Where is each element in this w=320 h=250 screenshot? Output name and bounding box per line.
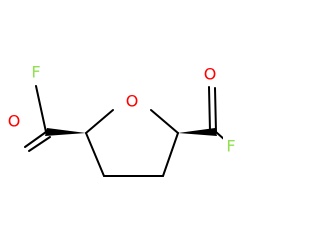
- bond-right-carbonyl-c-o-b: [208, 86, 211, 132]
- molecule-diagram: O F O O F: [5, 62, 239, 177]
- bond-right-carbonyl-c-o-a: [214, 87, 217, 133]
- wedge-bond-right: [178, 128, 217, 136]
- wedge-bond-left: [45, 128, 86, 136]
- left-fluorine-background: [28, 62, 44, 84]
- bond-ring-oxygen-c5: [150, 109, 179, 134]
- right-carbonyl-oxygen-label: O: [204, 65, 217, 84]
- left-carbonyl-oxygen-background: [5, 111, 23, 133]
- bond-left-carbonyl-c-f: [35, 85, 47, 133]
- bond-c5-c4: [162, 132, 179, 177]
- ring-oxygen-background: [123, 91, 141, 113]
- left-carbonyl-oxygen-label: O: [8, 112, 21, 131]
- right-fluorine-label: F: [226, 137, 235, 156]
- left-fluorine-label: F: [31, 63, 40, 82]
- bond-left-carbonyl-c-o-b: [28, 136, 51, 152]
- bond-c2-ring-oxygen: [85, 109, 114, 134]
- ring-oxygen-label: O: [126, 92, 139, 111]
- bond-c3-c2: [85, 132, 105, 177]
- right-carbonyl-oxygen-background: [201, 64, 219, 86]
- bond-left-carbonyl-c-o-a: [24, 131, 47, 148]
- right-fluorine-background: [223, 136, 239, 158]
- structure-drawing: O F O O F: [5, 62, 239, 177]
